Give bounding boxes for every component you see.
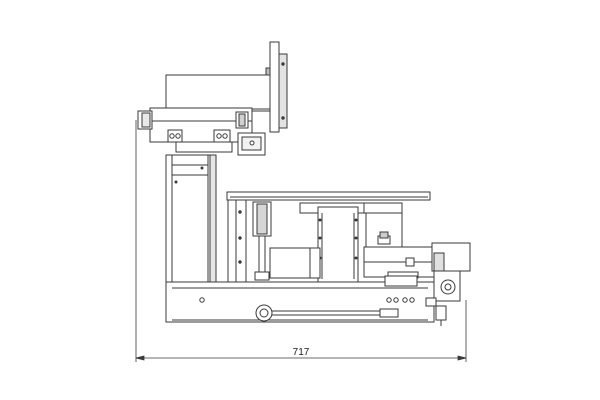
center-slide-block	[269, 202, 365, 284]
vertical-cylinder	[252, 201, 272, 281]
motor-box	[175, 132, 266, 156]
dimension-label: 717	[293, 347, 310, 358]
table-platform	[226, 191, 431, 283]
vertical-mounting-plate	[265, 41, 288, 133]
vertical-column	[165, 154, 217, 286]
dimension-line	[135, 120, 467, 362]
right-top-plate	[363, 202, 403, 248]
upper-housing	[165, 74, 271, 112]
lead-screw	[255, 304, 447, 326]
right-drive-assembly	[363, 242, 471, 302]
upper-carriage-bar	[137, 107, 253, 143]
